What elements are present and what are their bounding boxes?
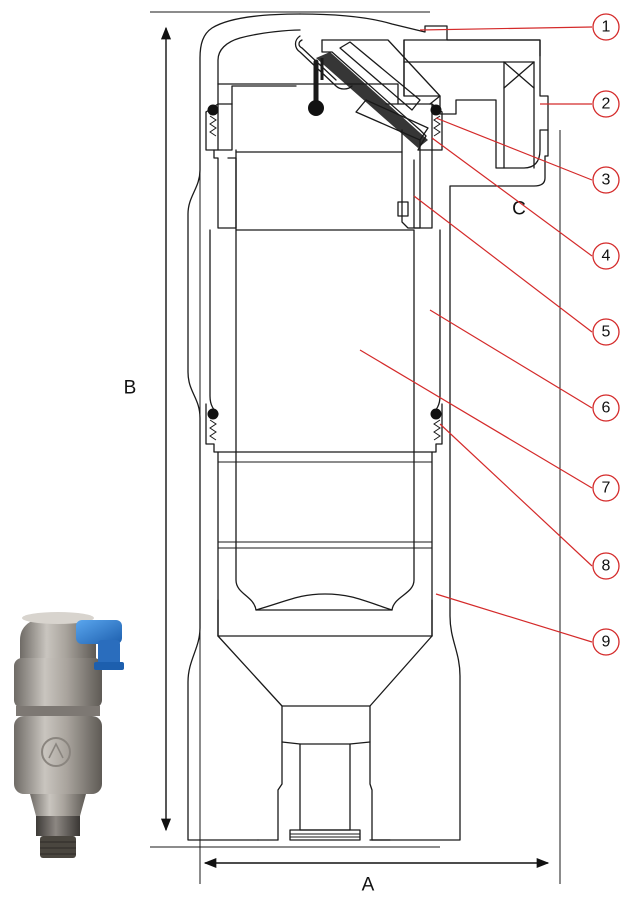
- callout-1: 1: [592, 13, 620, 41]
- dimension-c-label: C: [512, 199, 526, 220]
- float: [235, 149, 415, 611]
- leader-1: [419, 26, 593, 31]
- callout-4-label: 4: [602, 248, 611, 265]
- leader-7: [359, 349, 593, 489]
- callout-4: 4: [592, 242, 620, 270]
- leader-9: [435, 593, 593, 643]
- callout-1-label: 1: [602, 19, 611, 36]
- dimension-a-label: A: [362, 875, 375, 896]
- upper-o-rings: [207, 104, 442, 116]
- leader-4: [431, 137, 593, 257]
- callout-6: 6: [592, 394, 620, 422]
- callout-9: 9: [592, 628, 620, 656]
- leader-6: [429, 309, 593, 409]
- middle-joint: [205, 403, 443, 637]
- lever-valve-assembly: [294, 35, 441, 229]
- callout-8-label: 8: [602, 558, 611, 575]
- callout-7: 7: [592, 474, 620, 502]
- callout-8: 8: [592, 552, 620, 580]
- leader-5: [413, 195, 593, 333]
- upper-chamber: [205, 83, 443, 229]
- callouts: 1 2 3 4 5 6 7 8 9: [592, 13, 620, 656]
- callout-3: 3: [592, 166, 620, 194]
- dimension-a: A: [203, 857, 550, 896]
- leader-lines: [359, 26, 593, 643]
- dimension-b: B: [124, 26, 172, 832]
- callout-7-label: 7: [602, 480, 611, 497]
- callout-2-label: 2: [602, 96, 611, 113]
- dimension-b-label: B: [124, 378, 137, 399]
- housing-body: [187, 13, 549, 841]
- leader-8: [439, 423, 593, 567]
- callout-5-label: 5: [602, 324, 611, 341]
- bottom-inlet: [217, 635, 433, 841]
- callout-5: 5: [592, 318, 620, 346]
- callout-3-label: 3: [602, 172, 611, 189]
- air-vent-product-photo: [14, 612, 124, 858]
- leader-3: [435, 117, 593, 181]
- callout-2: 2: [592, 90, 620, 118]
- callout-6-label: 6: [602, 400, 611, 417]
- callout-9-label: 9: [602, 634, 611, 651]
